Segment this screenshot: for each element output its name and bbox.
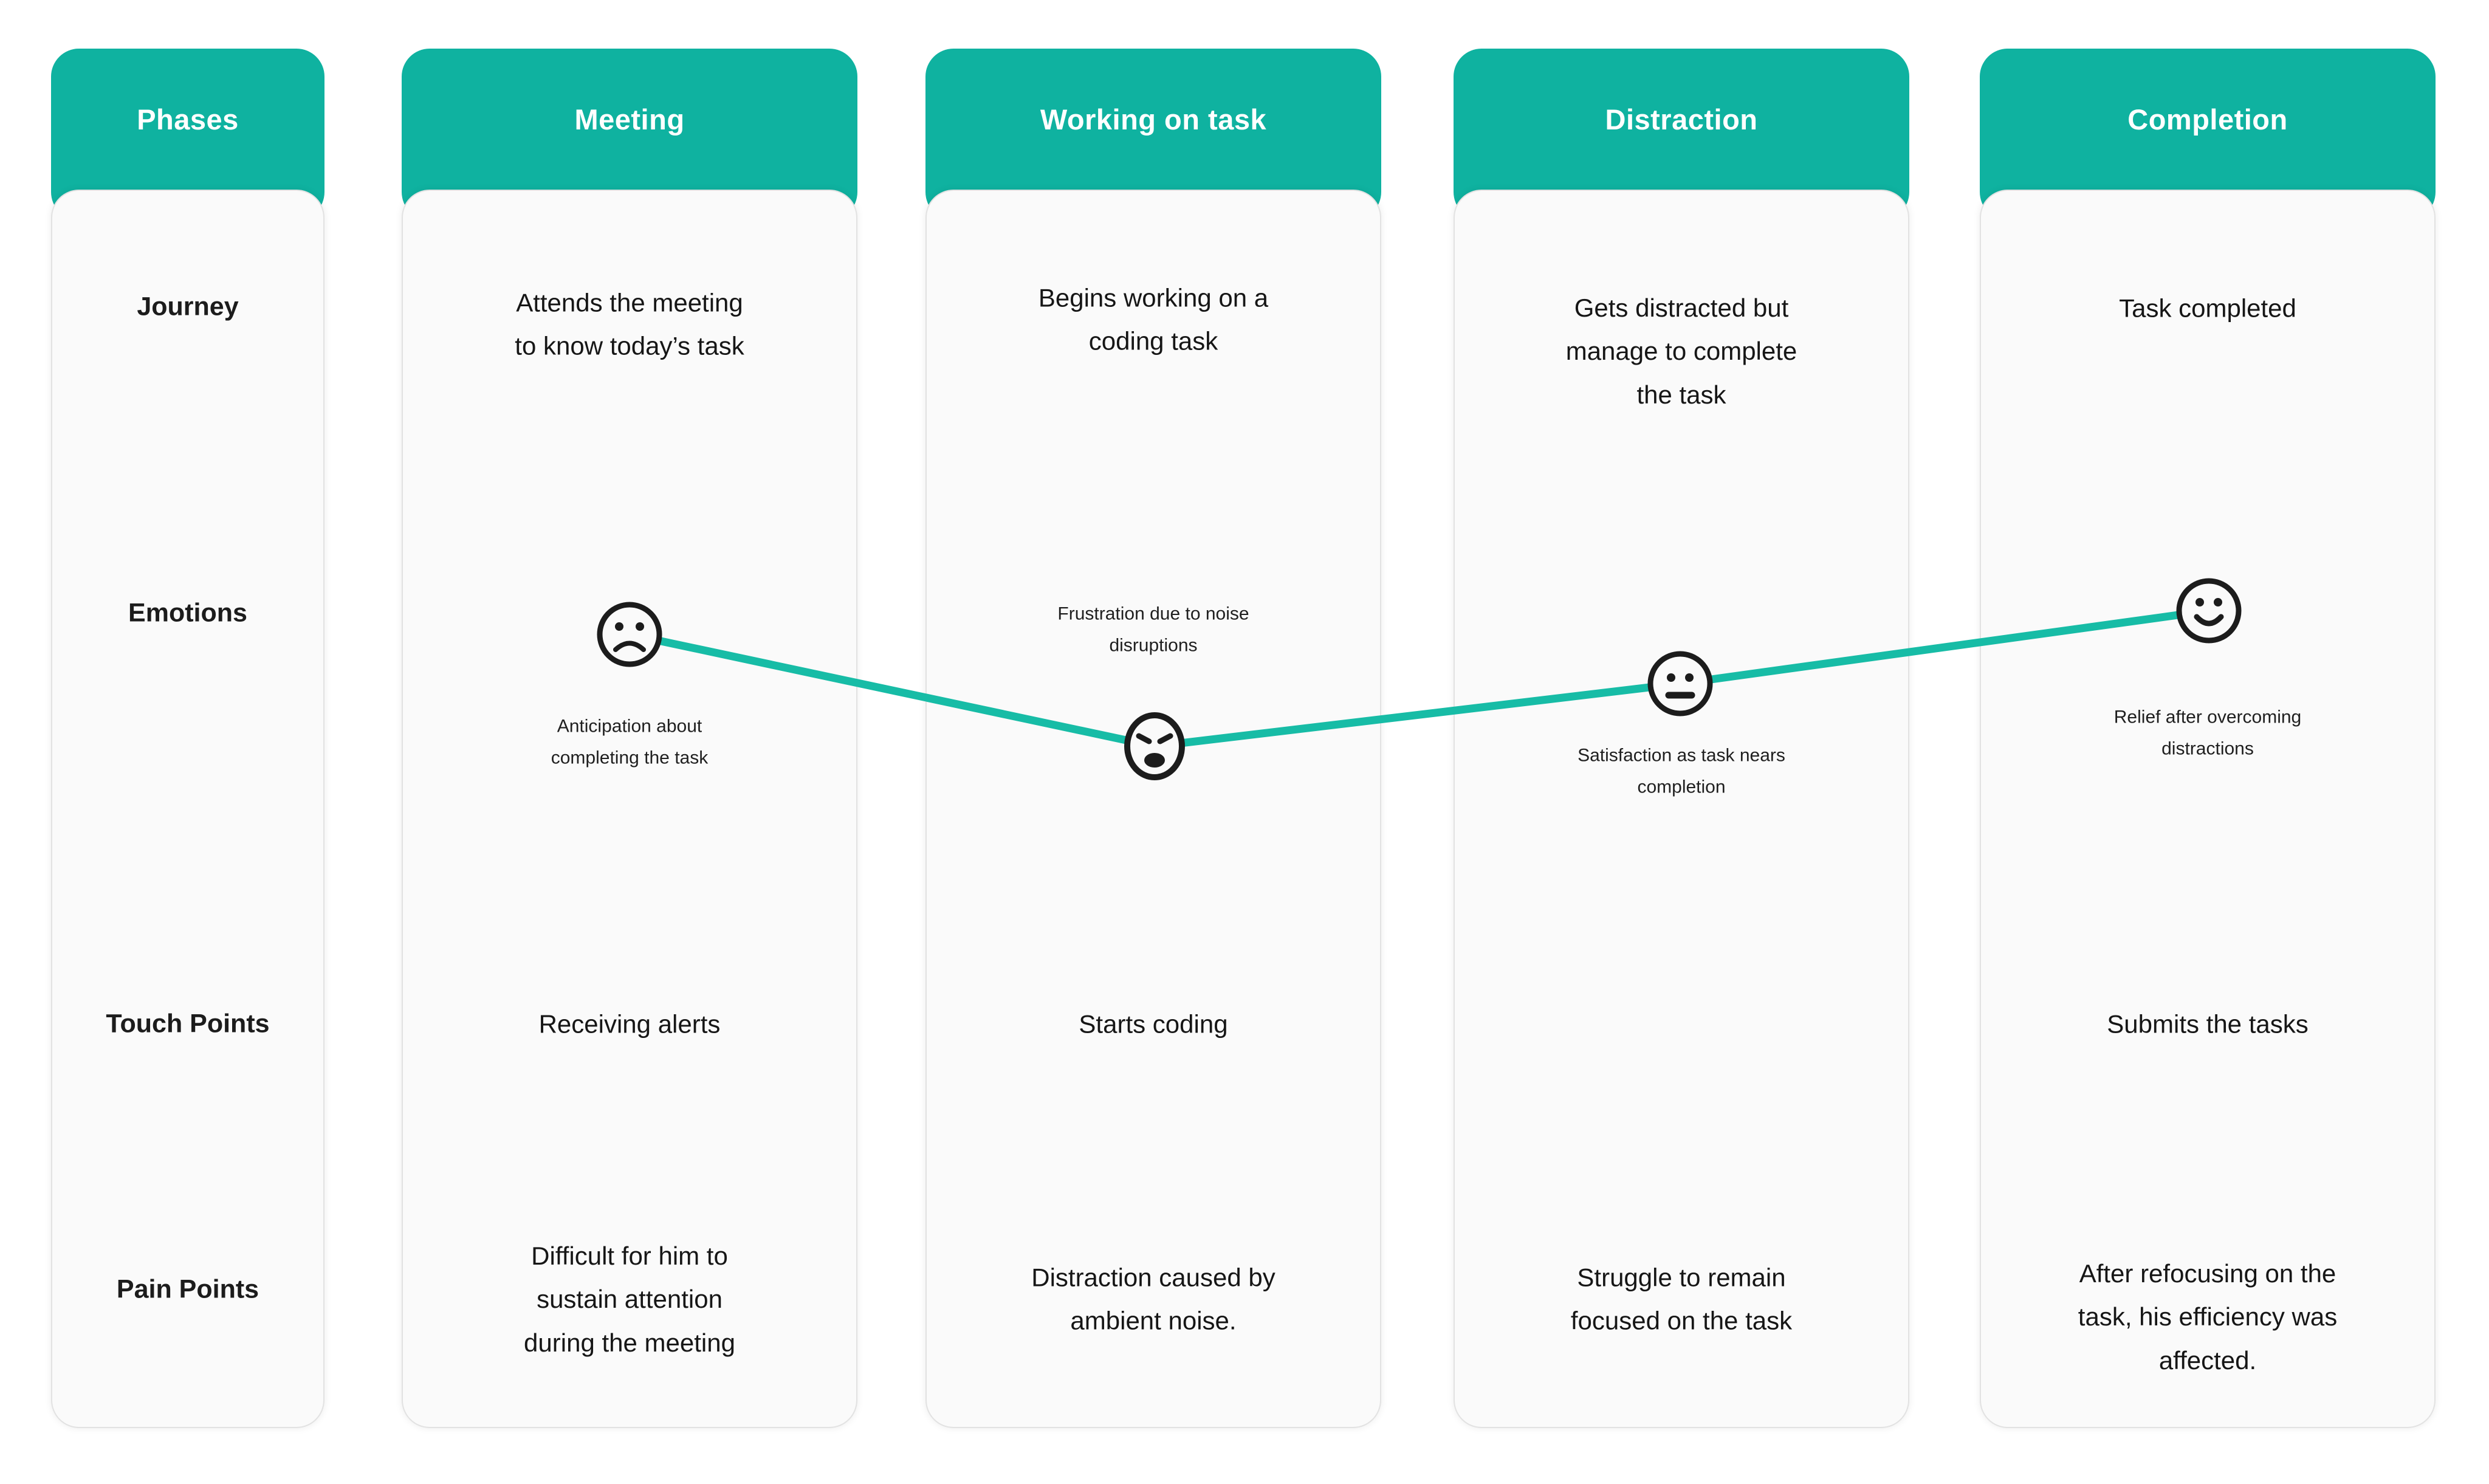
- emotion-caption: Anticipation about completing the task: [551, 716, 709, 768]
- column-phases: Phases Journey Emotions Touch Points Pai…: [51, 49, 324, 1428]
- column-body-working-on-task: Begins working on a coding task Frustrat…: [925, 190, 1381, 1428]
- journey-cell: Begins working on a coding task: [1038, 283, 1269, 356]
- pain-points-cell: Struggle to remain focused on the task: [1570, 1263, 1793, 1335]
- journey-cell: Attends the meeting to know today’s task: [515, 288, 744, 360]
- column-completion: Completion Task completed Relief after o…: [1980, 49, 2436, 1428]
- column-header-label: Distraction: [1605, 103, 1758, 136]
- column-header-label: Completion: [2127, 103, 2288, 136]
- emotion-caption: Relief after overcoming distractions: [2113, 707, 2302, 758]
- row-label-pain-points: Pain Points: [116, 1274, 259, 1304]
- emotion-caption: Satisfaction as task nears completion: [1578, 745, 1785, 797]
- pain-points-cell: After refocusing on the task, his effici…: [2078, 1259, 2338, 1375]
- column-body-distraction: Gets distracted but manage to complete t…: [1454, 190, 1909, 1428]
- touch-points-cell: Starts coding: [1079, 1009, 1228, 1039]
- emotion-caption: Frustration due to noise disruptions: [1057, 603, 1249, 655]
- column-body-phases: Journey Emotions Touch Points Pain Point…: [51, 190, 324, 1428]
- column-meeting: Meeting Attends the meeting to know toda…: [402, 49, 857, 1428]
- column-header-label: Meeting: [574, 103, 685, 136]
- journey-cell: Gets distracted but manage to complete t…: [1565, 293, 1797, 409]
- column-header-label: Working on task: [1040, 103, 1267, 136]
- journey-cell: Task completed: [2119, 294, 2296, 323]
- column-body-meeting: Attends the meeting to know today’s task…: [402, 190, 857, 1428]
- pain-points-cell: Difficult for him to sustain attention d…: [524, 1241, 735, 1357]
- row-label-journey: Journey: [137, 292, 239, 321]
- pain-points-cell: Distraction caused by ambient noise.: [1031, 1263, 1275, 1335]
- touch-points-cell: Submits the tasks: [2107, 1009, 2309, 1039]
- column-body-completion: Task completed Relief after overcoming d…: [1980, 190, 2436, 1428]
- column-working-on-task: Working on task Begins working on a codi…: [925, 49, 1381, 1428]
- touch-points-cell: Receiving alerts: [538, 1009, 721, 1039]
- column-distraction: Distraction Gets distracted but manage t…: [1454, 49, 1909, 1428]
- row-label-emotions: Emotions: [128, 598, 247, 628]
- row-label-touch-points: Touch Points: [106, 1009, 270, 1039]
- emotion-journey-line: [625, 606, 2213, 751]
- column-header-label: Phases: [137, 103, 239, 136]
